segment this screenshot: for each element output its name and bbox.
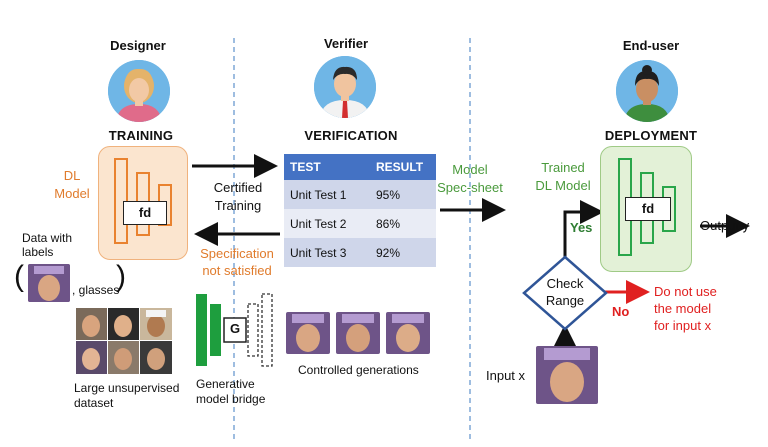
donotuse-line1: Do not use bbox=[654, 284, 717, 299]
phase-verification: VERIFICATION bbox=[304, 128, 398, 143]
generative-bridge: G bbox=[194, 290, 280, 370]
man-avatar-icon bbox=[314, 56, 376, 118]
spec-line2: not satisfied bbox=[202, 263, 272, 278]
enduser-avatar bbox=[616, 60, 678, 122]
table-cell: 92% bbox=[370, 238, 436, 267]
table-row: Unit Test 2 86% bbox=[284, 209, 436, 238]
spec-sheet-line2: Spec-sheet bbox=[437, 180, 503, 195]
table-cell: Unit Test 3 bbox=[284, 238, 370, 267]
role-enduser: End-user bbox=[622, 38, 680, 53]
face-photo-icon bbox=[28, 264, 70, 302]
table-cell: 86% bbox=[370, 209, 436, 238]
table-cell: Unit Test 1 bbox=[284, 180, 370, 209]
table-header-test: TEST bbox=[284, 154, 370, 180]
no-label: No bbox=[612, 304, 630, 319]
input-label: Input x bbox=[486, 368, 526, 383]
generative-line2: model bridge bbox=[196, 392, 266, 406]
generator-network-icon bbox=[196, 293, 273, 367]
certified-line2: Training bbox=[214, 198, 262, 213]
paren-close: ) bbox=[116, 260, 126, 293]
spec-line1: Specification bbox=[200, 246, 274, 261]
input-face-image bbox=[536, 346, 598, 404]
face-photo-icon bbox=[336, 312, 380, 354]
controlled-label: Controlled generations bbox=[298, 363, 419, 377]
g-label: G bbox=[229, 321, 241, 336]
results-table: TEST RESULT Unit Test 1 95% Unit Test 2 … bbox=[284, 154, 436, 267]
check-line1: Check bbox=[546, 276, 584, 291]
check-line2: Range bbox=[545, 293, 585, 308]
glasses-label: , glasses bbox=[72, 283, 120, 297]
table-header-result: RESULT bbox=[370, 154, 436, 180]
role-designer: Designer bbox=[110, 38, 166, 53]
trained-model-box: fd bbox=[600, 146, 692, 272]
paren-open: ( bbox=[14, 260, 24, 293]
yes-arrow bbox=[563, 200, 604, 258]
face-collage-icon bbox=[76, 308, 172, 374]
verifier-avatar bbox=[314, 56, 376, 118]
output-label: Output y bbox=[700, 218, 750, 233]
unsupervised-line1: Large unsupervised bbox=[74, 381, 180, 395]
trained-line2: DL Model bbox=[535, 178, 591, 193]
generative-line1: Generative bbox=[196, 377, 255, 391]
data-label-line1: Data with bbox=[22, 231, 73, 245]
face-photo-icon bbox=[286, 312, 330, 354]
face-photo-icon bbox=[386, 312, 430, 354]
woman-avatar-icon bbox=[108, 60, 170, 122]
role-verifier: Verifier bbox=[323, 36, 369, 51]
labeled-face-image bbox=[28, 264, 70, 302]
generated-face-2 bbox=[336, 312, 380, 354]
face-photo-icon bbox=[536, 346, 598, 404]
fd-label: fd bbox=[123, 201, 167, 225]
spec-sheet-line1: Model bbox=[452, 162, 488, 177]
generated-face-3 bbox=[386, 312, 430, 354]
results-table-wrapper: TEST RESULT Unit Test 1 95% Unit Test 2 … bbox=[284, 154, 436, 267]
table-row: Unit Test 3 92% bbox=[284, 238, 436, 267]
dl-label-line1: DL bbox=[63, 168, 81, 183]
trained-line1: Trained bbox=[541, 160, 585, 175]
unsupervised-collage bbox=[76, 308, 172, 374]
unsupervised-line2: dataset bbox=[74, 396, 114, 410]
generated-face-1 bbox=[286, 312, 330, 354]
table-cell: 95% bbox=[370, 180, 436, 209]
dl-label-line2: Model bbox=[54, 186, 90, 201]
certified-line1: Certified bbox=[213, 180, 263, 195]
dl-model-box: fd bbox=[98, 146, 188, 260]
donotuse-line3: for input x bbox=[654, 318, 712, 333]
data-label-line2: labels bbox=[22, 245, 54, 259]
check-range-diamond bbox=[522, 255, 608, 331]
phase-training: TRAINING bbox=[108, 128, 174, 143]
woman-avatar-icon bbox=[616, 60, 678, 122]
yes-label: Yes bbox=[570, 220, 593, 235]
donotuse-line2: the model bbox=[654, 301, 712, 316]
table-row: Unit Test 1 95% bbox=[284, 180, 436, 209]
phase-deployment: DEPLOYMENT bbox=[604, 128, 698, 143]
designer-avatar bbox=[108, 60, 170, 122]
fd-label: fd bbox=[625, 197, 671, 221]
table-cell: Unit Test 2 bbox=[284, 209, 370, 238]
